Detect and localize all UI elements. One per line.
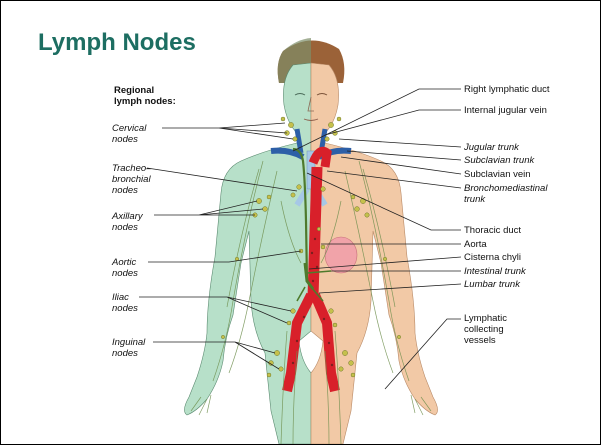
- label-subclavian-vein: Subclavian vein: [464, 169, 531, 180]
- left-labels: Cervical nodes Tracheo– bronchial nodes …: [111, 123, 154, 359]
- label-axillary-nodes: Axillary nodes: [111, 211, 145, 233]
- label-internal-jugular-vein: Internal jugular vein: [464, 105, 547, 116]
- regional-heading: Regional lymph nodes:: [114, 85, 176, 107]
- leader-cervical: [162, 123, 293, 139]
- label-jugular-trunk: Jugular trunk: [463, 142, 520, 153]
- label-lymphatic-collecting-vessels: Lymphatic collecting vessels: [464, 313, 510, 346]
- label-intestinal-trunk: Intestinal trunk: [464, 266, 527, 277]
- label-cervical-nodes: Cervical nodes: [112, 123, 149, 145]
- label-lumbar-trunk: Lumbar trunk: [464, 279, 521, 290]
- label-inguinal-nodes: Inguinal nodes: [112, 337, 148, 359]
- leader-internal-jugular-vein: [325, 110, 461, 135]
- label-subclavian-trunk: Subclavian trunk: [464, 155, 535, 166]
- label-right-lymphatic-duct: Right lymphatic duct: [464, 84, 550, 95]
- label-aortic-nodes: Aortic nodes: [111, 257, 139, 279]
- label-bronchomediastinal-trunk: Bronchomediastinal trunk: [464, 183, 550, 205]
- aorta-descending: [313, 167, 317, 297]
- leader-jugular-trunk: [339, 139, 461, 147]
- right-labels: Right lymphatic duct Internal jugular ve…: [463, 84, 550, 346]
- label-thoracic-duct: Thoracic duct: [464, 225, 521, 236]
- label-cisterna-chyli: Cisterna chyli: [464, 252, 521, 263]
- label-aorta: Aorta: [464, 239, 487, 250]
- label-iliac-nodes: Iliac nodes: [112, 292, 138, 314]
